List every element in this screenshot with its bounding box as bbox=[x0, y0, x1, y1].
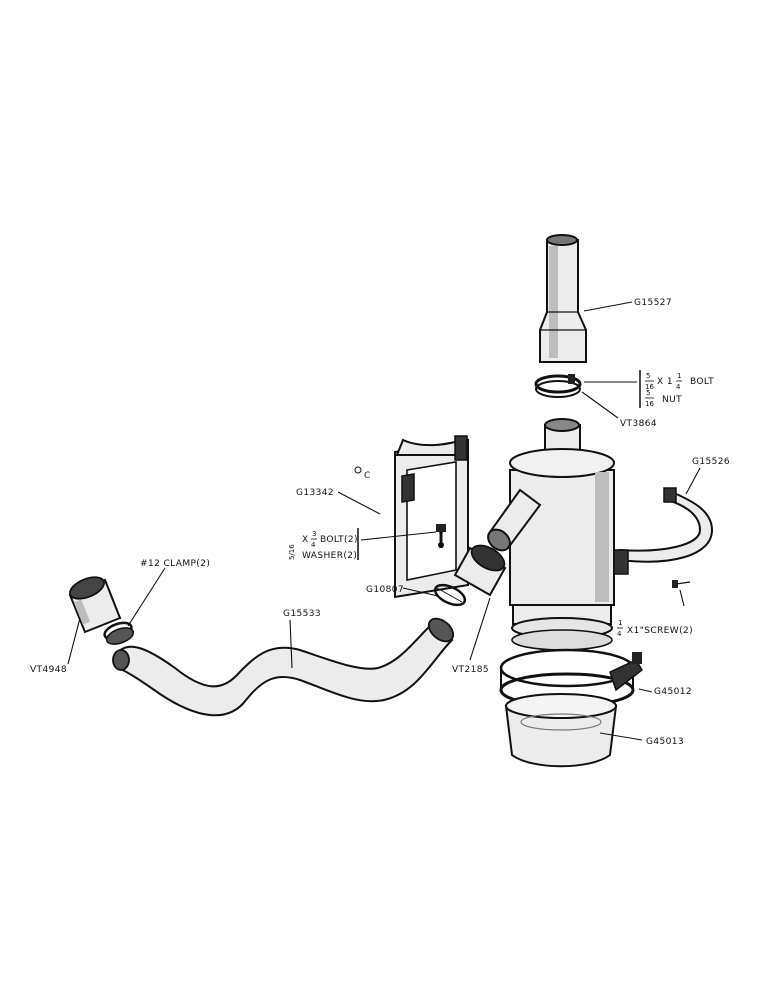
screw-frac-num: 1 bbox=[618, 619, 622, 627]
nut-frac-den: 16 bbox=[645, 400, 654, 408]
sleeve-left bbox=[68, 576, 122, 634]
bolt-size-label: X 1 bbox=[657, 377, 673, 387]
label-hose: G15533 bbox=[283, 609, 321, 619]
label-screw: X1"SCREW(2) bbox=[627, 626, 693, 636]
oil-cup bbox=[504, 693, 618, 768]
nut-word: NUT bbox=[662, 395, 682, 405]
bracket-bolt-frac-den: 4 bbox=[311, 541, 316, 549]
screw-frac-den: 4 bbox=[617, 630, 622, 638]
label-cap-clamp: VT3864 bbox=[620, 419, 657, 429]
leader-lines bbox=[67, 301, 701, 741]
label-gasket: G10807 bbox=[366, 585, 404, 595]
air-cleaner-cap-tube bbox=[539, 234, 587, 363]
cap-clamp-ring bbox=[534, 374, 582, 398]
mounting-bracket bbox=[394, 435, 469, 599]
label-bracket-washer: WASHER(2) bbox=[302, 551, 357, 561]
screw-note: 1 4 X1"SCREW(2) bbox=[617, 619, 693, 638]
label-air-cleaner-cap: G15527 bbox=[634, 298, 672, 308]
bolt-frac-a-num: 5 bbox=[646, 372, 650, 380]
bracket-frac-side: 5/16 bbox=[288, 544, 296, 560]
air-cleaner-body bbox=[487, 418, 615, 651]
nut-frac-num: 5 bbox=[646, 389, 650, 397]
bolt-nut-note: 5 16 X 1 1 4 BOLT 5 16 NUT bbox=[639, 370, 714, 408]
label-sleeve-right: VT2185 bbox=[452, 665, 489, 675]
label-mount-band: G15526 bbox=[692, 457, 730, 467]
bolt-word: BOLT bbox=[690, 377, 714, 387]
air-intake-hose bbox=[112, 617, 455, 717]
hose-clamp bbox=[103, 621, 135, 645]
label-bracket-mark: C bbox=[364, 471, 371, 481]
bracket-bolt-note: 5/16 X 3 4 BOLT(2) WASHER(2) bbox=[288, 528, 359, 561]
label-sleeve-left: VT4948 bbox=[30, 665, 67, 675]
bolt-frac-b-den: 4 bbox=[676, 383, 681, 391]
mounting-band bbox=[613, 487, 714, 575]
bolt-frac-a-den: 16 bbox=[645, 383, 654, 391]
band-screw bbox=[672, 580, 691, 588]
bracket-bolt bbox=[436, 524, 446, 548]
label-bowl-clamp: G45012 bbox=[654, 687, 692, 697]
bracket-mark: C bbox=[354, 466, 371, 481]
sleeve-right bbox=[453, 544, 507, 597]
bolt-frac-b-num: 1 bbox=[677, 372, 681, 380]
bracket-bolt-frac-num: 3 bbox=[312, 530, 316, 538]
bracket-bolt-x: X bbox=[302, 535, 309, 545]
label-bracket-bolt: BOLT(2) bbox=[320, 535, 358, 545]
hose-gasket bbox=[433, 583, 467, 607]
label-oil-cup: G45013 bbox=[646, 737, 684, 747]
label-hose-clamp: #12 CLAMP(2) bbox=[140, 559, 210, 569]
label-bracket: G13342 bbox=[296, 488, 334, 498]
